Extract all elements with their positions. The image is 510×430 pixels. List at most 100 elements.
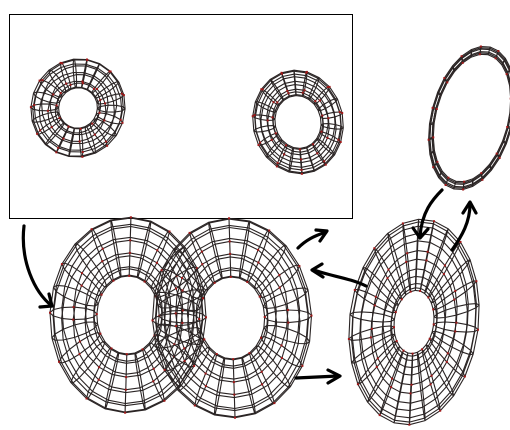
mesh-vertex <box>274 132 277 135</box>
arrow-merged-to-input-box <box>296 228 329 250</box>
mesh-vertex <box>62 137 65 140</box>
mesh-vertex <box>341 112 344 114</box>
mesh-vertex <box>463 375 466 378</box>
mesh-vertex <box>85 397 88 400</box>
mesh-vertex <box>101 260 104 263</box>
mesh-vertex <box>110 347 113 350</box>
mesh-vertex <box>57 146 60 149</box>
mesh-vertex <box>494 57 497 60</box>
mesh-vertex <box>81 155 84 158</box>
mesh-ring <box>85 347 112 400</box>
mesh-vertex <box>106 144 109 147</box>
mesh-layer <box>29 45 510 426</box>
mesh-line <box>393 289 435 355</box>
mesh-vertex <box>393 326 395 329</box>
mesh-line <box>431 51 510 184</box>
mesh-vertex <box>321 114 324 117</box>
mesh-vertex <box>480 172 483 175</box>
mesh-vertex <box>257 261 260 264</box>
mesh-line <box>359 240 468 412</box>
mesh-vertex <box>257 144 260 146</box>
mesh-vertex <box>55 151 58 154</box>
mesh-vertex <box>454 330 457 333</box>
mesh-vertex <box>301 364 304 367</box>
mesh-vertex <box>198 318 201 320</box>
mesh-vertex <box>276 101 279 104</box>
mesh-vertex <box>36 132 39 135</box>
mesh-vertex <box>232 381 235 384</box>
mesh-vertex <box>270 138 273 141</box>
mesh-vertex <box>100 293 103 296</box>
mesh-vertex <box>430 374 433 377</box>
mesh-line <box>93 274 163 362</box>
mesh-vertex <box>432 323 435 326</box>
mesh-vertex <box>278 286 281 289</box>
mesh-vertex <box>401 222 404 225</box>
mesh-vertex <box>201 263 204 266</box>
arrow-input-box-to-merged <box>21 224 54 309</box>
mesh-vertex <box>378 414 381 417</box>
mesh-vertex <box>232 358 235 361</box>
mesh-vertex <box>60 263 63 266</box>
mesh-vertex <box>181 321 184 324</box>
mesh-ring <box>189 232 216 284</box>
mesh-vertex <box>475 280 478 283</box>
mesh-ring <box>259 264 300 299</box>
mesh-line <box>58 87 98 129</box>
mesh-line <box>259 76 336 164</box>
mesh-vertex <box>283 153 286 156</box>
mesh-vertex <box>96 87 98 90</box>
mesh-vertex <box>278 274 281 277</box>
mesh-vertex <box>112 279 115 282</box>
mesh-vertex <box>108 70 111 73</box>
mesh-vertex <box>455 321 458 324</box>
arrow-wide-torus-to-thin-ring <box>450 200 478 252</box>
mesh-vertex <box>193 364 196 367</box>
mesh-line <box>32 63 123 157</box>
mesh-vertex <box>439 409 442 412</box>
mesh-vertex <box>446 352 449 355</box>
mesh-vertex <box>394 311 397 314</box>
mesh-vertex <box>429 383 432 386</box>
mesh-vertex <box>125 376 128 379</box>
mesh-vertex <box>163 399 166 402</box>
mesh-vertex <box>39 129 42 132</box>
mesh-line <box>186 256 277 369</box>
mesh-ring <box>255 345 291 388</box>
merged-double-torus <box>49 216 313 419</box>
mesh-vertex <box>41 79 44 82</box>
mesh-vertex <box>376 357 379 360</box>
mesh-vertex <box>233 393 236 396</box>
mesh-vertex <box>324 163 327 166</box>
mesh-vertex <box>460 55 463 58</box>
mesh-vertex <box>193 404 196 407</box>
mesh-vertex <box>229 275 232 278</box>
mesh-vertex <box>443 77 446 80</box>
mesh-vertex <box>260 336 262 339</box>
mesh-vertex <box>300 168 303 171</box>
mesh-vertex <box>78 353 81 356</box>
mesh-line <box>52 223 204 413</box>
mesh-line <box>155 224 310 418</box>
mesh-vertex <box>326 86 329 89</box>
mesh-vertex <box>55 104 58 107</box>
arrow-wide-torus-to-merged <box>310 262 368 288</box>
mesh-line <box>432 53 510 183</box>
mesh-vertex <box>59 61 62 64</box>
mesh-vertex <box>432 136 435 139</box>
mesh-vertex <box>286 309 289 311</box>
mesh-vertex <box>426 250 429 253</box>
mesh-vertex <box>52 93 55 96</box>
mesh-line <box>351 221 477 419</box>
mesh-vertex <box>314 100 317 103</box>
mesh-vertex <box>151 319 154 322</box>
mesh-vertex <box>204 385 207 388</box>
mesh-vertex <box>481 178 484 181</box>
mesh-vertex <box>338 111 341 113</box>
mesh-ring <box>253 125 277 133</box>
mesh-vertex <box>445 360 448 363</box>
mesh-ring <box>246 229 270 283</box>
mesh-ring <box>366 346 401 403</box>
mesh-line <box>429 47 510 188</box>
mesh-vertex <box>497 50 500 52</box>
